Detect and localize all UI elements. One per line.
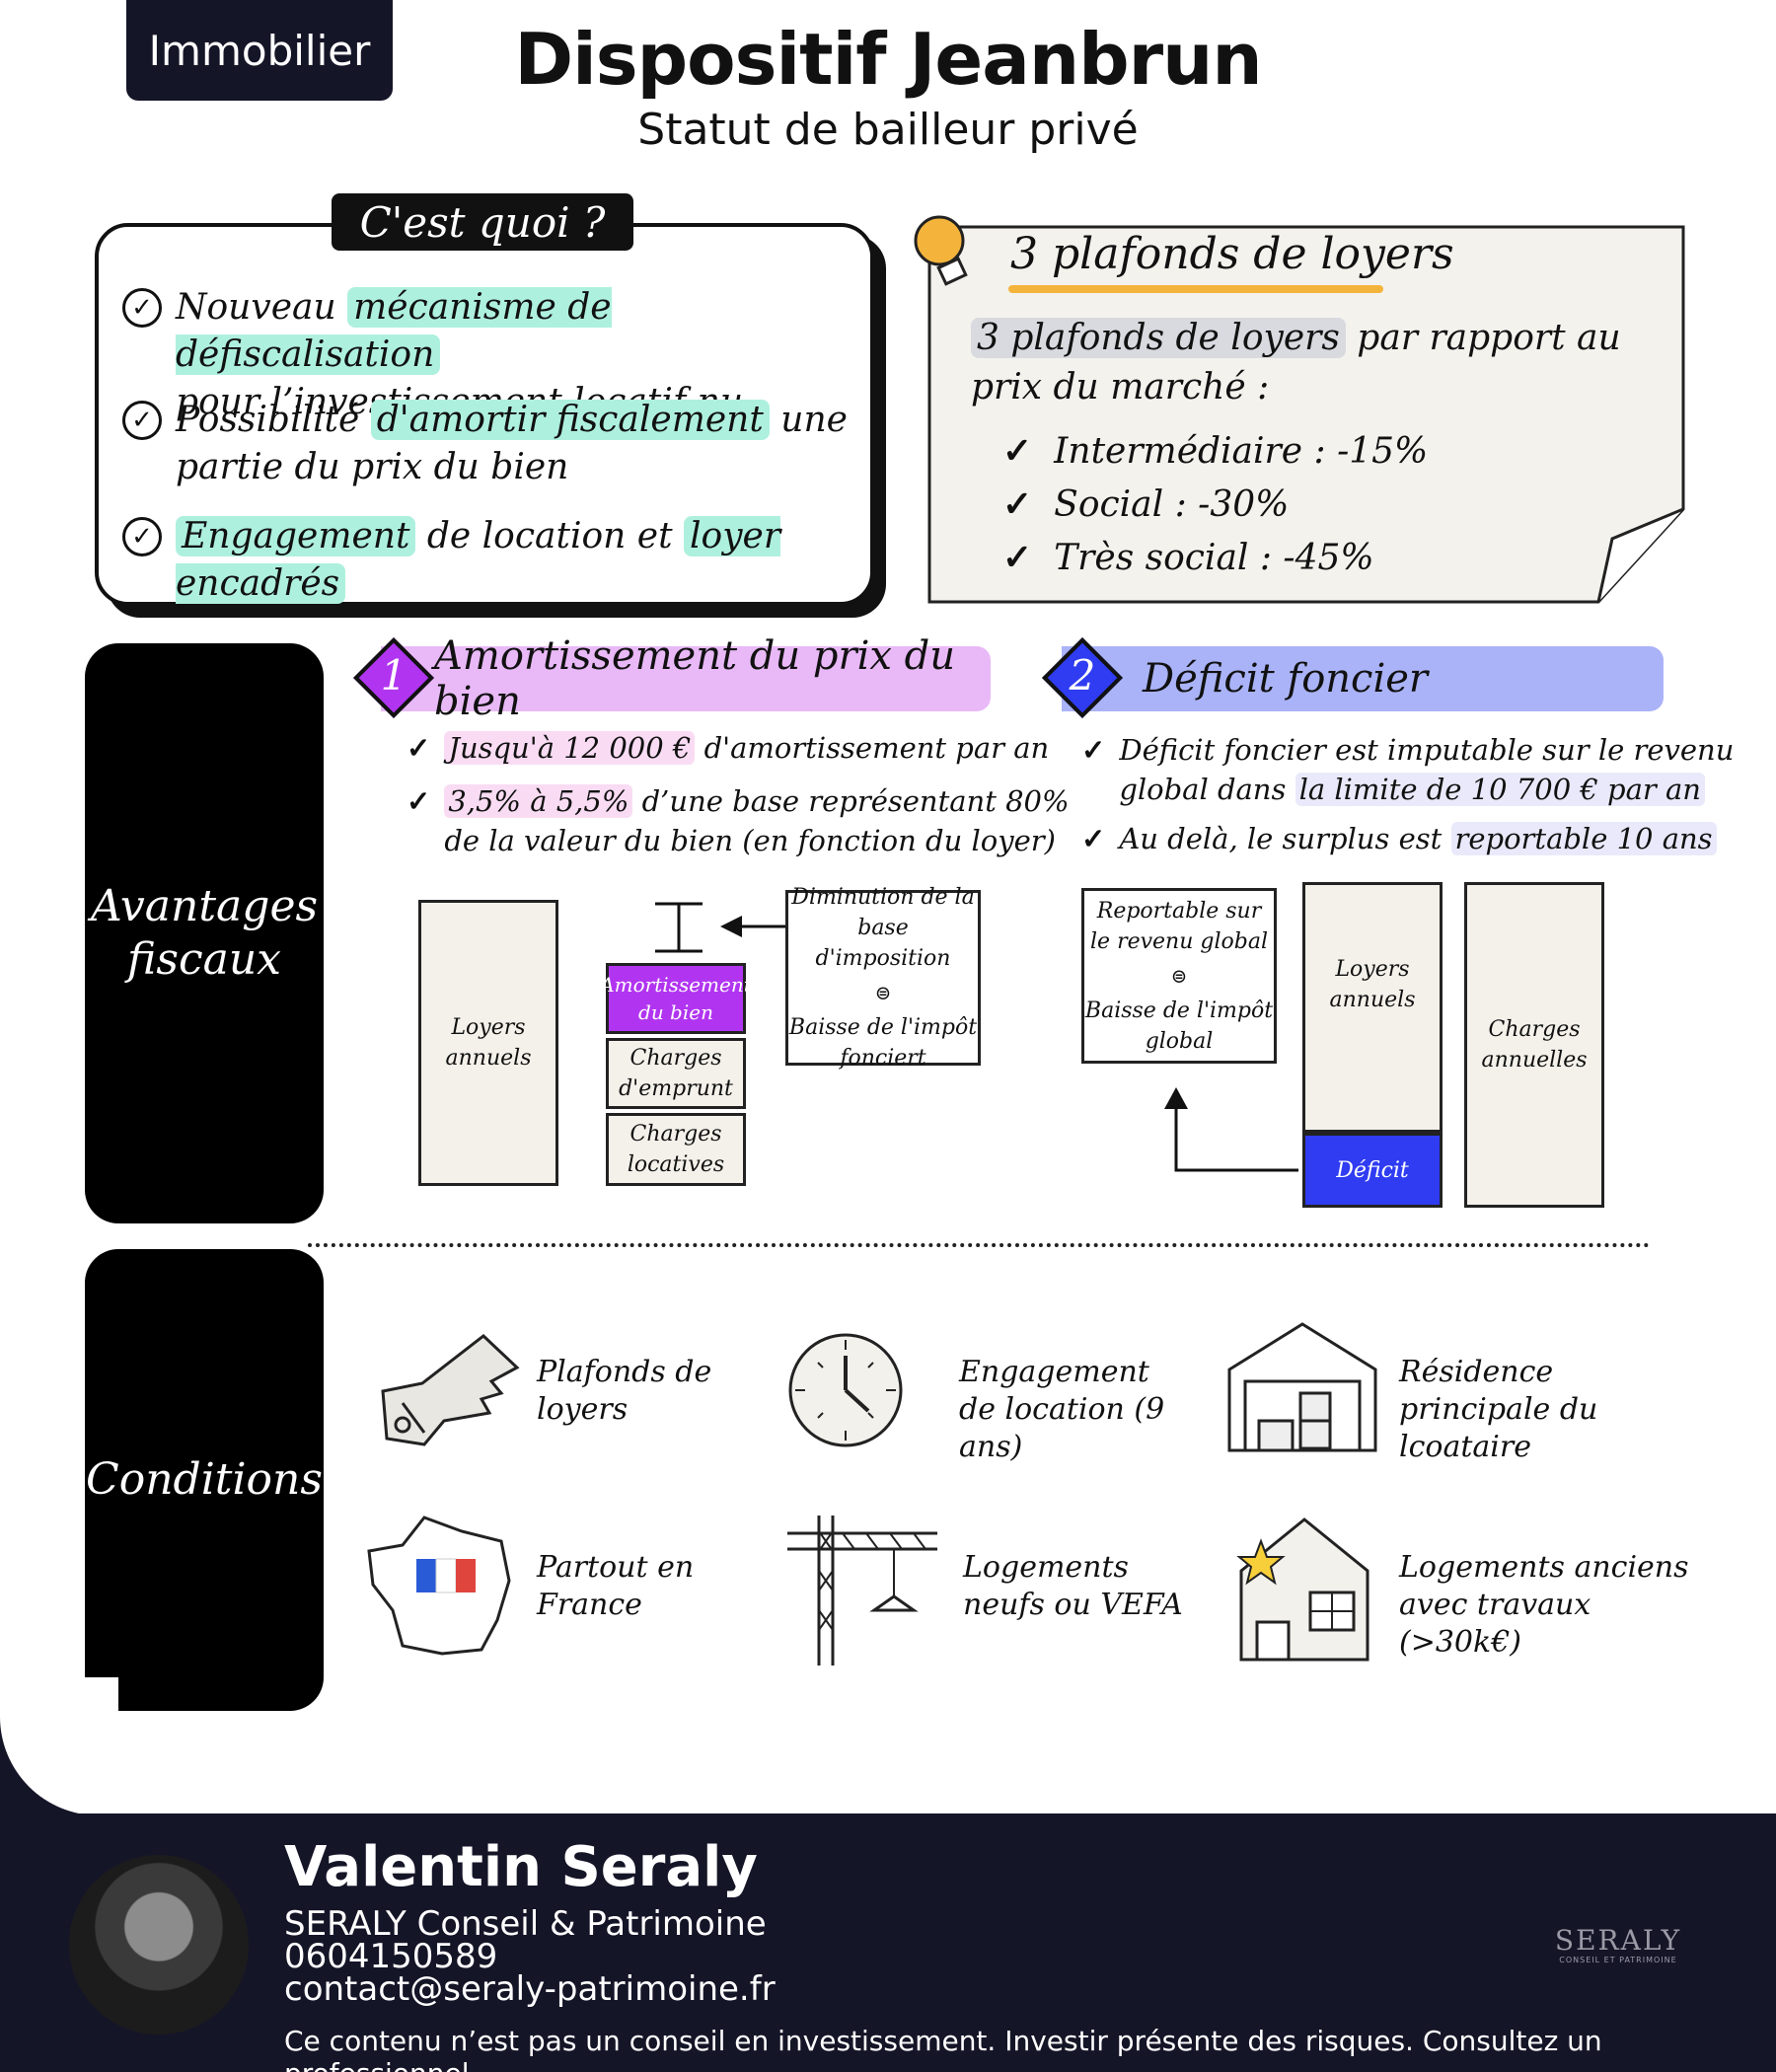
s1-highlight: 3,5% à 5,5%: [444, 784, 633, 818]
section-2-number: 2: [1069, 651, 1096, 700]
equals-icon: ⊜: [1170, 963, 1188, 988]
s2-baisse-text: Baisse de l'impôt global: [1084, 998, 1274, 1054]
section-2-header: Déficit foncier: [1062, 646, 1664, 711]
plafonds-intro: 3 plafonds de loyers par rapport au prix…: [971, 314, 1662, 412]
equals-icon: ⊜: [874, 981, 892, 1004]
crane-icon: [787, 1516, 937, 1665]
author-name: Valentin Seraly: [284, 1835, 758, 1899]
s2-reportable-box: Reportable sur le revenu global ⊜ Baisse…: [1081, 888, 1277, 1064]
s1-text: d’une base représentant 80%: [641, 784, 1070, 818]
condition-plafonds: Plafonds de loyers: [537, 1355, 712, 1427]
s2-loyers-box: Loyers annuels: [1302, 882, 1443, 1133]
condition-neufs: Logements neufs ou VEFA: [963, 1550, 1183, 1622]
s1-text: de la valeur du bien (en fonction du loy…: [444, 824, 1056, 857]
author-email[interactable]: contact@seraly-patrimoine.fr: [284, 1969, 776, 2009]
s2-highlight: reportable 10 ans: [1450, 822, 1717, 855]
arrow-up-icon: [1164, 1087, 1298, 1172]
check-icon: ✓: [1081, 822, 1106, 855]
plafond-item: ✓ Intermédiaire : -15%: [1002, 430, 1428, 472]
section-2-title: Déficit foncier: [1143, 656, 1429, 702]
i-beam-icon: [655, 902, 703, 953]
s1-bullet-2: ✓ 3,5% à 5,5% d’une base représentant 80…: [407, 781, 1070, 860]
s2-text: Au delà, le surplus est: [1119, 822, 1443, 855]
key-icon: [381, 1334, 520, 1446]
footer: [0, 1813, 1776, 2072]
check-circle-icon: ✓: [122, 517, 162, 556]
author-company: SERALY Conseil & Patrimoine: [284, 1904, 767, 1944]
check-icon: ✓: [1002, 430, 1033, 472]
quoi-text: une: [780, 400, 848, 440]
s2-reportable-text: Reportable sur le revenu global: [1090, 898, 1268, 954]
quoi-item-2: ✓ Possibilité d'amortir fiscalement une …: [122, 397, 848, 491]
check-circle-icon: ✓: [122, 401, 162, 440]
condition-engagement: Engagement de location (9 ans): [959, 1355, 1165, 1464]
plafonds-underline: [1008, 285, 1383, 293]
quoi-text: Possibilité: [176, 400, 360, 440]
old-house-icon: [1236, 1517, 1369, 1662]
s1-loyers-box: Loyers annuels: [418, 900, 558, 1186]
avatar: [69, 1855, 249, 2035]
plafonds-title: 3 plafonds de loyers: [1010, 229, 1454, 279]
plafond-label: Très social : -45%: [1054, 537, 1374, 578]
disclaimer: Ce contenu n’est pas un conseil en inves…: [284, 2025, 1602, 2072]
check-icon: ✓: [1002, 483, 1033, 525]
s2-highlight: la limite de 10 700 € par an: [1295, 773, 1705, 806]
check-icon: ✓: [1081, 733, 1106, 767]
s1-text: d'amortissement par an: [703, 731, 1050, 765]
s1-amortissement-box: Amortissement du bien: [600, 963, 752, 1034]
france-map-icon: [367, 1516, 511, 1656]
clock-icon: [788, 1333, 903, 1447]
s1-charges-emprunt-box: Charges d'emprunt: [606, 1038, 746, 1109]
section-1-title: Amortissement du prix du bien: [434, 633, 956, 724]
s2-bullet-1: ✓ Déficit foncier est imputable sur le r…: [1081, 730, 1734, 809]
plafond-item: ✓ Social : -30%: [1002, 483, 1289, 525]
s1-highlight: Jusqu'à 12 000 €: [444, 731, 696, 765]
quoi-card: ✓ Nouveau mécanisme de défiscalisation p…: [95, 223, 874, 606]
s1-diminution-box: Diminution de la base d'imposition ⊜ Bai…: [785, 885, 981, 1071]
s2-deficit-box: Déficit: [1302, 1133, 1443, 1208]
s2-text: global dans: [1119, 773, 1287, 806]
page-title: Dispositif Jeanbrun: [514, 18, 1262, 101]
quoi-highlight: d'amortir fiscalement: [370, 400, 770, 440]
author-phone[interactable]: 0604150589: [284, 1937, 498, 1976]
s1-bullet-1: ✓ Jusqu'à 12 000 € d'amortissement par a…: [407, 728, 1049, 768]
section-divider: [308, 1243, 1650, 1247]
category-tag: Immobilier: [126, 0, 393, 101]
plafonds-intro-highlight: 3 plafonds de loyers: [971, 318, 1346, 358]
house-boxes-icon: [1227, 1322, 1377, 1452]
plafond-label: Social : -30%: [1054, 483, 1290, 525]
plafond-item: ✓ Très social : -45%: [1002, 537, 1374, 578]
plafonds-intro-rest: par rapport au prix du marché :: [971, 318, 1621, 407]
condition-anciens: Logements anciens avec travaux (>30k€): [1399, 1550, 1689, 1660]
s1-charges-locatives-box: Charges locatives: [606, 1113, 746, 1186]
section-1-number: 1: [380, 651, 407, 700]
quoi-text: Nouveau: [176, 287, 336, 328]
check-icon: ✓: [407, 784, 431, 818]
s1-baisse-text: Baisse de l'impôt fonciert: [788, 1015, 978, 1071]
arrow-left-icon: [720, 916, 785, 937]
quoi-label: C'est quoi ?: [332, 193, 633, 251]
page-subtitle: Statut de bailleur privé: [637, 105, 1139, 155]
check-icon: ✓: [407, 731, 431, 765]
check-icon: ✓: [1002, 537, 1033, 578]
condition-residence: Résidence principale du lcoataire: [1399, 1355, 1598, 1464]
quoi-text: partie du prix du bien: [176, 447, 569, 487]
conditions-panel: Conditions: [85, 1249, 324, 1711]
quoi-item-3: ✓ Engagement de location et loyer encadr…: [122, 513, 870, 608]
lightbulb-icon: [914, 215, 968, 286]
check-circle-icon: ✓: [122, 288, 162, 328]
section-1-header: Amortissement du prix du bien: [381, 633, 991, 724]
brand-logo-sub: CONSEIL ET PATRIMOINE: [1559, 1956, 1677, 1964]
s2-charges-box: Charges annuelles: [1464, 882, 1604, 1208]
s2-bullet-2: ✓ Au delà, le surplus est reportable 10 …: [1081, 819, 1717, 858]
brand-logo: SERALY: [1554, 1924, 1682, 1957]
quoi-highlight: Engagement: [176, 516, 416, 556]
quoi-text: de location et: [426, 516, 673, 556]
plafond-label: Intermédiaire : -15%: [1054, 430, 1429, 472]
condition-france: Partout en France: [537, 1550, 695, 1622]
s2-text: Déficit foncier est imputable sur le rev…: [1119, 733, 1735, 767]
s1-diminution-text: Diminution de la base d'imposition: [791, 885, 975, 971]
avantages-panel: Avantages fiscaux: [85, 643, 324, 1223]
